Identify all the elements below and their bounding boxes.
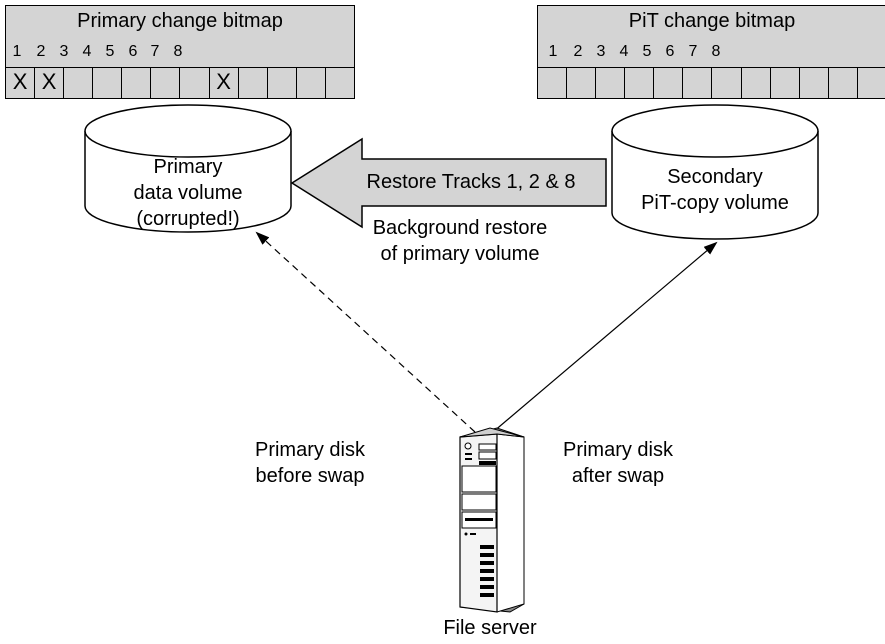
primary-bitmap-cell: X: [6, 68, 36, 98]
track-number: 6: [665, 43, 675, 60]
pit-bitmap-title: PiT change bitmap: [628, 10, 796, 32]
disk-after-line1: Primary disk: [562, 439, 673, 461]
primary-bitmap-track-numbers: 1 2 3 4 5 6 7 8: [6, 42, 354, 62]
primary-bitmap-cell: [180, 68, 210, 98]
pit-bitmap-cell: [596, 68, 626, 98]
pit-bitmap-cell: [567, 68, 597, 98]
secondary-volume-line2: PiT-copy volume: [641, 192, 789, 214]
solid-arrow-after-swap: [492, 241, 718, 433]
track-number: 2: [36, 43, 46, 60]
track-number: 7: [688, 43, 698, 60]
track-number: 3: [59, 43, 69, 60]
disk-before-line2: before swap: [255, 465, 365, 487]
primary-volume-cylinder: [84, 104, 292, 233]
primary-volume-label: Primary data volume (corrupted!): [85, 154, 291, 232]
pit-bitmap-cell: [538, 68, 568, 98]
primary-bitmap-cell: X: [35, 68, 65, 98]
disk-after-line2: after swap: [571, 465, 665, 487]
restore-arrow: [290, 137, 607, 229]
pit-bitmap-cell: [771, 68, 800, 98]
file-server-icon: [459, 427, 525, 613]
primary-volume-line3: (corrupted!): [136, 208, 240, 230]
track-number: 8: [173, 43, 183, 60]
primary-volume-line1: Primary: [153, 156, 223, 178]
track-number: 2: [573, 43, 583, 60]
primary-bitmap-cell: [239, 68, 268, 98]
pit-bitmap-cell: [800, 68, 829, 98]
primary-bitmap-cell: [93, 68, 123, 98]
primary-bitmap-title: Primary change bitmap: [77, 10, 283, 32]
background-restore-label: Background restore of primary volume: [340, 215, 580, 267]
primary-bitmap-cell: [64, 68, 94, 98]
track-number: 1: [548, 43, 558, 60]
pit-change-bitmap: PiT change bitmap 1 2 3 4 5 6 7 8: [537, 5, 885, 99]
disk-before-swap-label: Primary disk before swap: [240, 437, 380, 489]
primary-bitmap-cell: [268, 68, 297, 98]
pit-bitmap-cells: [538, 67, 885, 98]
pit-bitmap-track-numbers: 1 2 3 4 5 6 7 8: [538, 42, 885, 62]
track-number: 3: [596, 43, 606, 60]
track-number: 4: [619, 43, 629, 60]
track-number: 1: [12, 43, 22, 60]
track-number: 5: [642, 43, 652, 60]
track-number: 4: [82, 43, 92, 60]
dashed-arrow-before-swap: [255, 231, 476, 433]
primary-bitmap-cell: [297, 68, 326, 98]
pit-bitmap-cell: [742, 68, 771, 98]
secondary-volume-label: Secondary PiT-copy volume: [612, 164, 818, 216]
restore-arrow-label: Restore Tracks 1, 2 & 8: [366, 171, 576, 193]
pit-bitmap-cell: [829, 68, 858, 98]
background-restore-line1: Background restore: [372, 217, 548, 239]
primary-bitmap-cell: [151, 68, 181, 98]
secondary-volume-cylinder: [611, 104, 819, 240]
pit-bitmap-cell: [683, 68, 713, 98]
track-number: 6: [128, 43, 138, 60]
pit-bitmap-cell: [712, 68, 742, 98]
disk-after-swap-label: Primary disk after swap: [548, 437, 688, 489]
track-number: 8: [711, 43, 721, 60]
pit-bitmap-cell: [654, 68, 684, 98]
disk-before-line1: Primary disk: [254, 439, 365, 461]
primary-volume-line2: data volume: [133, 182, 243, 204]
secondary-volume-line1: Secondary: [667, 166, 763, 188]
track-number: 7: [150, 43, 160, 60]
track-number: 5: [105, 43, 115, 60]
pit-bitmap-cell: [625, 68, 655, 98]
file-server-label: File server: [443, 617, 537, 639]
primary-bitmap-cell: X: [210, 68, 239, 98]
background-restore-line2: of primary volume: [380, 243, 540, 265]
primary-bitmap-cell: [122, 68, 152, 98]
